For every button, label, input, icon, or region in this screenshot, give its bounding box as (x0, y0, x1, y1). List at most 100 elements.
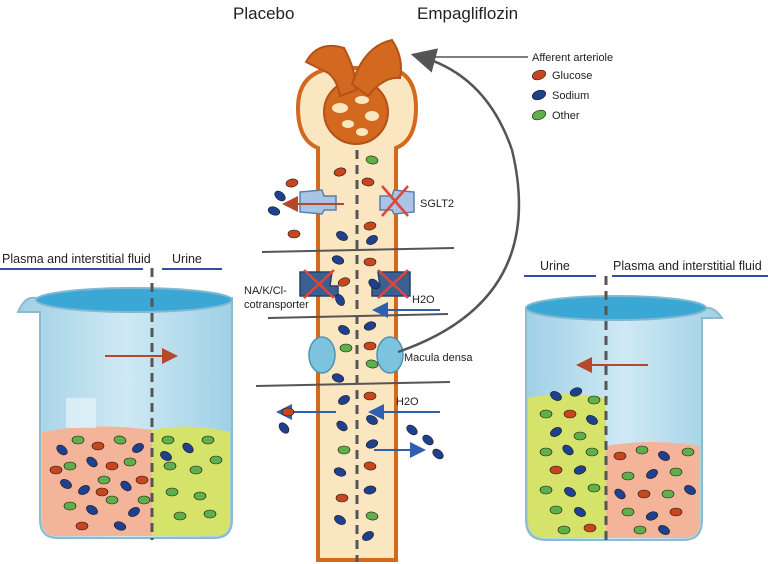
glucose-particle (105, 461, 119, 471)
other-particle (123, 457, 137, 467)
other-particle (71, 435, 85, 445)
afferent-vessel (350, 38, 402, 98)
sodium-particle (60, 479, 72, 489)
sodium-particle (160, 451, 172, 461)
sodium-particle (120, 480, 132, 492)
other-particle (549, 505, 563, 515)
glucose-particle (363, 391, 377, 401)
sglt2-transporter-left (299, 189, 337, 215)
glucose-particle (95, 487, 109, 497)
sglt2-label: SGLT2 (420, 198, 454, 210)
left-urine-fluid (152, 426, 230, 536)
placebo-heading: Placebo (233, 4, 294, 23)
other-particle (163, 461, 177, 471)
sodium-particle (333, 467, 347, 477)
left-beaker-rim (35, 287, 233, 313)
glucose-particle (563, 409, 577, 419)
sodium-particle (362, 531, 374, 541)
nkcc-transporter-left (299, 269, 339, 299)
sodium-particle (646, 469, 658, 479)
other-particle (621, 471, 635, 481)
other-particle (573, 431, 587, 441)
sodium-particle (334, 515, 346, 525)
sodium-particle (338, 325, 350, 335)
other-particle (635, 445, 649, 455)
glomerulus-loops (332, 96, 379, 136)
other-particle (105, 495, 119, 505)
sodium-particle (365, 439, 379, 449)
left-urine-label: Urine (172, 252, 202, 266)
glucose-particle (363, 257, 377, 267)
glucose-particle (337, 277, 351, 287)
sodium-particle (182, 442, 194, 454)
other-particle (669, 467, 683, 477)
legend-swatch-sodium (531, 89, 547, 101)
other-particle (189, 465, 203, 475)
other-particle (557, 525, 571, 535)
right-urine-label: Urine (540, 259, 570, 273)
sodium-particle (113, 521, 127, 531)
glucose-particle (75, 521, 89, 531)
sodium-particle (550, 427, 562, 437)
other-particle (337, 445, 351, 455)
sodium-particle (432, 448, 444, 460)
other-particle (539, 485, 553, 495)
sodium-particle (645, 511, 659, 521)
sodium-particle (614, 488, 626, 500)
other-particle (365, 511, 379, 521)
sodium-particle (336, 231, 348, 241)
other-particle (203, 509, 217, 519)
glucose-particle (135, 475, 149, 485)
glucose-particle (361, 177, 375, 187)
right-urine-fluid (528, 394, 606, 538)
sodium-particle (86, 456, 98, 468)
other-particle (201, 435, 215, 445)
segment-line-2 (267, 313, 449, 319)
other-particle (587, 483, 601, 493)
sodium-particle (363, 485, 377, 495)
sodium-particle (586, 415, 598, 425)
other-particle (633, 525, 647, 535)
glucose-particle (335, 493, 349, 503)
glucose-particle (49, 465, 63, 475)
sodium-particle (574, 507, 586, 517)
nkcc-label-line1: NA/K/Cl- (244, 285, 287, 297)
other-particle (63, 461, 77, 471)
glucose-particle (363, 341, 377, 351)
h2o-upper-label: H2O (412, 294, 435, 306)
other-particle (681, 447, 695, 457)
legend-swatch-glucose (531, 69, 547, 81)
other-particle (661, 489, 675, 499)
glucose-particle (613, 451, 627, 461)
left-plasma-label: Plasma and interstitial fluid (2, 252, 151, 266)
right-beaker: Urine Plasma and interstitial fluid (524, 259, 768, 542)
left-beaker: Plasma and interstitial fluid Urine (0, 252, 233, 540)
sodium-particle (331, 373, 345, 383)
other-particle (209, 455, 223, 465)
other-particle (161, 435, 175, 445)
glucose-particle (287, 229, 301, 239)
right-plasma-label: Plasma and interstitial fluid (613, 259, 762, 273)
feedback-arrow (397, 48, 521, 354)
sodium-particle (658, 451, 670, 461)
sodium-particle (132, 443, 144, 453)
glucose-particle (285, 178, 299, 188)
macula-densa-right (376, 336, 404, 374)
sodium-particle (569, 387, 583, 397)
other-particle (539, 409, 553, 419)
sodium-particle (335, 294, 345, 306)
glucose-particle (91, 441, 105, 451)
sodium-particle (550, 391, 562, 401)
sodium-particle (86, 505, 98, 515)
sodium-particle (366, 415, 378, 425)
sodium-particle (78, 485, 90, 495)
nephron: SGLT2 NA/K/Cl- cotransporter H2O Macula … (244, 38, 528, 562)
glucose-particle (363, 221, 377, 231)
sodium-particle (267, 206, 281, 216)
segment-line-3 (255, 381, 451, 387)
glucose-particle (333, 167, 347, 177)
legend-label-sodium: Sodium (552, 90, 589, 102)
right-beaker-rim (525, 295, 707, 321)
